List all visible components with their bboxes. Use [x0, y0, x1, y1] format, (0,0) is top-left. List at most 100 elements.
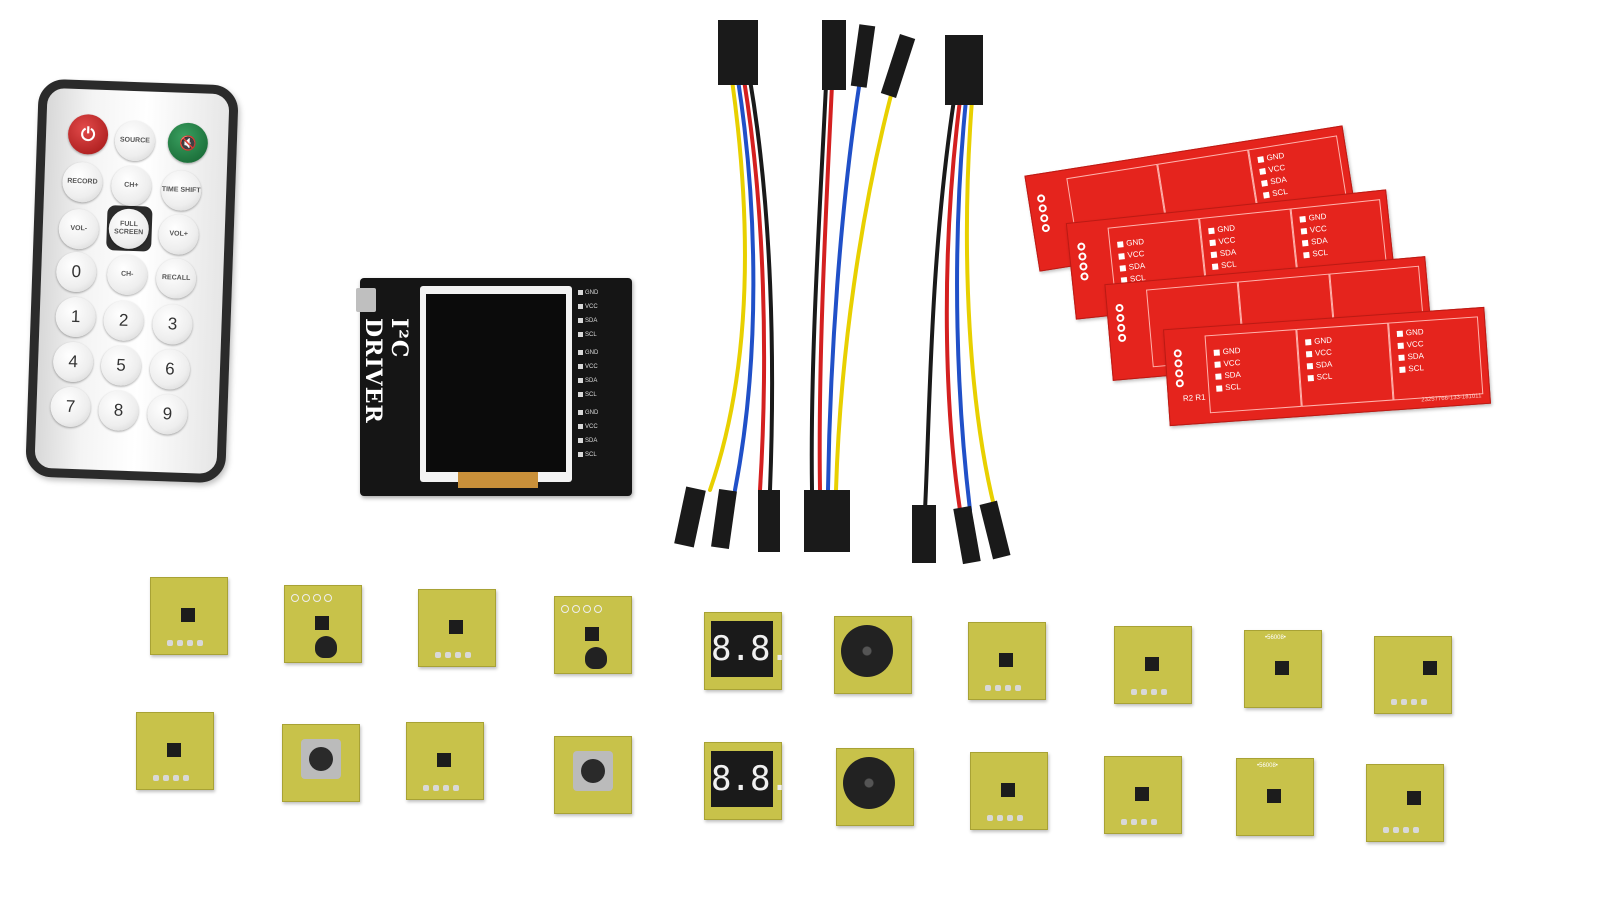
ic-chip: [999, 653, 1013, 667]
sensor-module: [1366, 764, 1444, 842]
ir-receiver-module: [554, 596, 632, 674]
pin-label: GND: [578, 350, 628, 358]
seven-segment-display: 8.8.: [711, 751, 790, 807]
lcd-flex-cable: [458, 472, 538, 488]
seven-segment-display: 8.8.: [711, 621, 790, 677]
pin-label: SCL: [578, 452, 628, 460]
sensor-module: [968, 622, 1046, 700]
eeprom-module: •56008•: [1244, 630, 1322, 708]
female-header: [953, 505, 981, 565]
sensor-module: [136, 712, 214, 790]
vol-down-button: VOL-: [58, 208, 100, 250]
sensor-module: [1374, 636, 1452, 714]
recall-button: RECALL: [155, 257, 197, 300]
eeprom-module: •56008•: [1236, 758, 1314, 836]
lcd-screen: [426, 294, 566, 472]
sensor-module: [150, 577, 228, 655]
digit-2-button: 2: [102, 300, 145, 342]
pin-label: SDA: [578, 318, 628, 326]
eeprom-label: •56008•: [1265, 635, 1286, 641]
pin-label: GND: [578, 290, 628, 298]
pin-label: SCL: [578, 332, 628, 340]
pin-label: SCL: [578, 392, 628, 400]
ic-chip: [437, 753, 451, 767]
pin-label: VCC: [578, 424, 628, 432]
female-header: [912, 505, 936, 563]
female-header: [758, 490, 780, 552]
digit-7-button: 7: [49, 386, 92, 428]
buzzer-module: [834, 616, 912, 694]
record-button: RECORD: [61, 161, 104, 203]
digit-6-button: 6: [149, 348, 191, 391]
buzzer: [843, 757, 895, 809]
digit-1-button: 1: [55, 296, 97, 338]
jumper-cable-1: [708, 78, 775, 492]
jumper-cables: [674, 20, 1011, 565]
rotary-encoder: [573, 751, 613, 791]
rotary-encoder: [301, 739, 341, 779]
pin-label: VCC: [578, 364, 628, 372]
ch-down-button: CH-: [106, 254, 148, 296]
driver-logo: I²C DRIVER: [360, 318, 412, 424]
module-pins: [1383, 827, 1423, 835]
female-header: [945, 35, 983, 105]
eeprom-label: •56008•: [1257, 763, 1278, 769]
ir-receiver: [585, 647, 607, 669]
module-pins: [435, 652, 475, 660]
module-pins: [423, 785, 463, 793]
buzzer: [841, 625, 893, 677]
ic-chip: [1407, 791, 1421, 805]
pcb-holes: [1076, 242, 1089, 283]
module-pins: [985, 685, 1025, 693]
pin-label: SDA: [578, 378, 628, 386]
male-header: [850, 24, 876, 88]
female-header: [979, 500, 1011, 560]
sensor-module: [1114, 626, 1192, 704]
module-pins: [153, 775, 193, 783]
vol-up-button: VOL+: [157, 213, 200, 256]
female-header: [718, 20, 758, 85]
rotary-encoder-module: [282, 724, 360, 802]
digit-3-button: 3: [151, 303, 194, 346]
sensor-module: [970, 752, 1048, 830]
digit-5-button: 5: [100, 344, 142, 387]
seven-segment-module: 8.8.: [704, 742, 790, 820]
source-button: SOURCE: [114, 120, 156, 162]
sensor-module: [418, 589, 496, 667]
module-sockets: [291, 594, 335, 602]
pcb-holes: [1173, 349, 1185, 389]
digit-9-button: 9: [146, 393, 189, 436]
pcb-holes: [1115, 303, 1127, 345]
jumper-cable-2: [809, 78, 897, 492]
module-pins: [167, 640, 207, 648]
time-shift-button: TIME SHIFT: [160, 169, 202, 212]
buzzer-module: [836, 748, 914, 826]
sensor-module: [406, 722, 484, 800]
male-header: [804, 490, 850, 552]
i2c-driver-board: I²C DRIVER GND VCC SDA SCL GND VCC SDA S…: [356, 278, 632, 496]
power-button: ⏻: [67, 113, 109, 156]
ic-chip: [585, 627, 599, 641]
ic-chip: [167, 743, 181, 757]
ir-receiver-module: [284, 585, 362, 663]
female-header: [711, 489, 737, 549]
pin-label: VCC: [578, 304, 628, 312]
ic-chip: [1267, 789, 1281, 803]
module-pins: [1121, 819, 1161, 827]
sensor-module: [1104, 756, 1182, 834]
pcb-holes: [1036, 193, 1051, 235]
mute-button: 🔇: [167, 122, 209, 164]
ir-remote-control: ⏻ SOURCE 🔇 RECORD CH+ TIME SHIFT VOL- FU…: [25, 78, 239, 484]
ic-chip: [1145, 657, 1159, 671]
digit-4-button: 4: [52, 341, 94, 383]
rotary-encoder-module: [554, 736, 632, 814]
jumper-cable-3: [923, 98, 997, 512]
ic-chip: [1001, 783, 1015, 797]
male-header: [880, 34, 916, 98]
ic-chip: [1275, 661, 1289, 675]
